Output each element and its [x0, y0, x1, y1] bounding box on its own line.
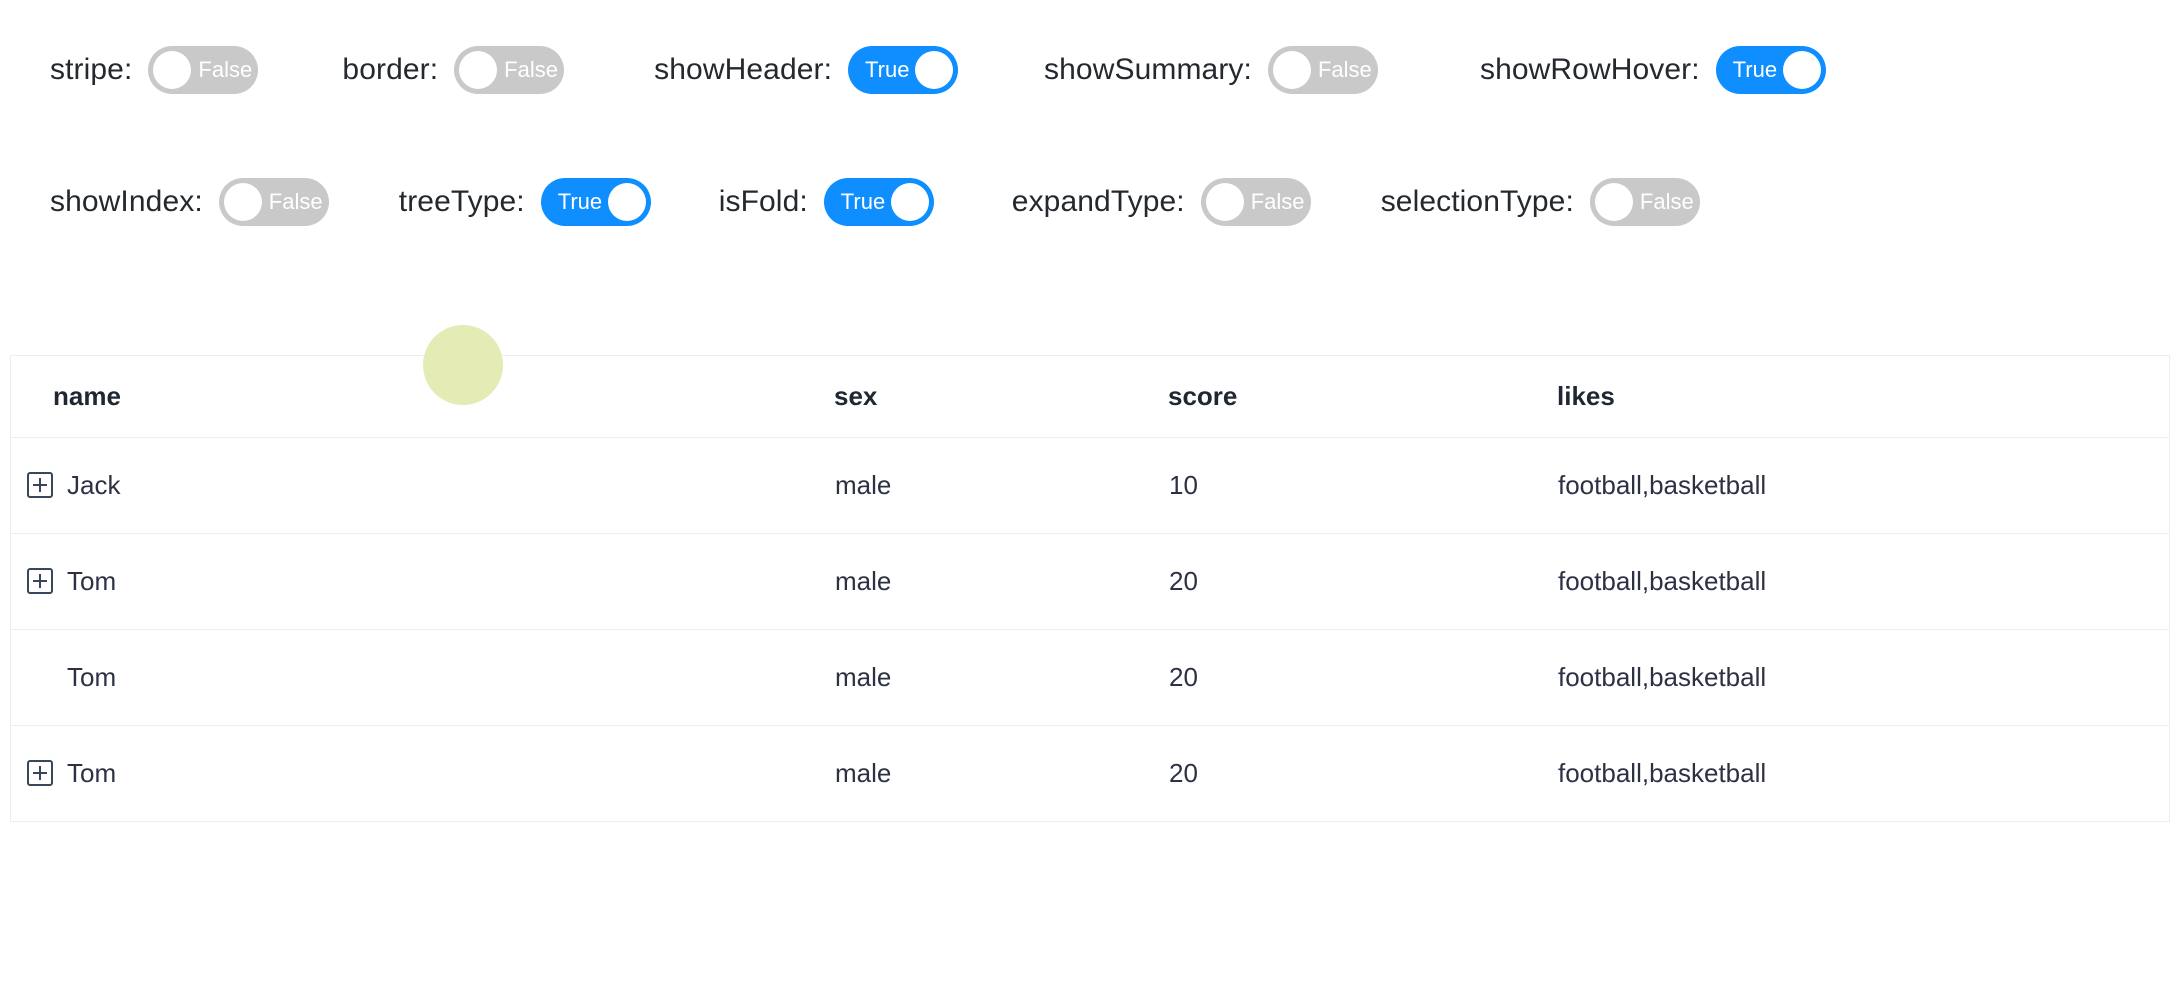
column-header-sex[interactable]: sex — [834, 356, 1168, 438]
toggle-knob[interactable] — [890, 183, 929, 221]
toggle-control-showsummary[interactable]: showSummary: False — [1044, 46, 1378, 94]
toggle-control-showrowhover[interactable]: showRowHover: True — [1480, 46, 1826, 94]
toggle-switch[interactable]: False — [454, 46, 565, 94]
toggle-switch[interactable]: True — [848, 46, 959, 94]
toggle-knob[interactable] — [607, 183, 646, 221]
toggle-state-text: False — [198, 57, 253, 82]
column-header-score[interactable]: score — [1168, 356, 1557, 438]
expand-plus-icon[interactable] — [27, 760, 53, 787]
cell-score: 20 — [1169, 757, 1198, 788]
toggle-state-text: True — [557, 189, 603, 214]
toggle-knob[interactable] — [1205, 183, 1244, 221]
cell-name: Tom — [11, 629, 834, 726]
toggle-control-stripe[interactable]: stripe: False — [50, 46, 259, 94]
toggle-knob[interactable] — [1782, 51, 1821, 89]
cell-score: 20 — [1168, 629, 1557, 726]
cell-sex: male — [835, 757, 892, 788]
toggle-switch[interactable]: True — [540, 178, 651, 226]
expand-plus-icon[interactable] — [27, 472, 53, 498]
cell-name: Tom — [11, 533, 834, 630]
toggle-label: stripe: — [50, 53, 133, 86]
toggle-switch[interactable]: False — [1589, 178, 1700, 226]
toggle-label: showRowHover: — [1479, 53, 1700, 86]
toggle-control-isfold[interactable]: isFold: True — [719, 178, 934, 226]
toggle-control-expandtype[interactable]: expandType: False — [1012, 178, 1311, 226]
cell-sex: male — [834, 629, 1168, 726]
cell-likes: football,basketball — [1557, 533, 2169, 630]
table-row[interactable]: Tom male 20 football,basketball — [11, 725, 2169, 821]
cell-name: Jack — [11, 437, 834, 534]
toggle-switch[interactable]: False — [1267, 46, 1378, 94]
toggle-state-text: True — [865, 57, 910, 82]
cell-likes: football,basketball — [1557, 437, 2169, 534]
expand-plus-icon[interactable] — [27, 568, 53, 594]
toggle-knob[interactable] — [459, 51, 498, 89]
toggle-label: treeType: — [398, 185, 525, 218]
toggle-knob[interactable] — [223, 183, 262, 221]
toggle-knob[interactable] — [153, 51, 192, 89]
toggle-state-text: False — [268, 189, 323, 214]
name-text: Jack — [67, 469, 121, 500]
toggle-knob[interactable] — [1594, 183, 1633, 221]
toggle-state-text: False — [504, 57, 558, 82]
toggle-label: selectionType: — [1380, 185, 1574, 218]
cell-likes: football,basketball — [1557, 629, 2169, 726]
name-cell: Tom — [27, 662, 833, 693]
column-header-name[interactable]: name — [11, 356, 834, 438]
toggle-label: isFold: — [718, 185, 808, 218]
column-header-likes[interactable]: likes — [1557, 356, 2169, 438]
cell-name: Tom — [11, 725, 834, 821]
toggle-switch[interactable]: False — [218, 178, 329, 226]
toggle-label: showHeader: — [654, 53, 833, 86]
name-cell: Tom — [27, 758, 833, 789]
toggle-label: showSummary: — [1044, 53, 1252, 86]
name-text: Tom — [67, 565, 117, 596]
toggle-switch[interactable]: False — [1200, 178, 1311, 226]
toggle-state-text: True — [1732, 57, 1778, 82]
toggle-control-treetype[interactable]: treeType: True — [399, 178, 651, 226]
toggle-label: showIndex: — [50, 185, 203, 218]
toggle-label: expandType: — [1011, 185, 1185, 218]
name-text: Tom — [67, 757, 117, 788]
toggle-state-text: True — [840, 189, 886, 214]
cell-score: 20 — [1168, 533, 1557, 630]
cell-sex: male — [834, 533, 1168, 630]
cell-sex: male — [834, 437, 1168, 534]
toggle-switch[interactable]: True — [823, 178, 934, 226]
toggle-knob[interactable] — [1272, 51, 1311, 89]
name-cell: Jack — [27, 470, 833, 501]
toggle-state-text: False — [1639, 189, 1694, 214]
toggle-control-selectiontype[interactable]: selectionType: False — [1381, 178, 1700, 226]
toggle-control-showindex[interactable]: showIndex: False — [50, 178, 329, 226]
toggle-switch[interactable]: False — [148, 46, 259, 94]
toggle-state-text: False — [1317, 57, 1372, 82]
toggle-knob[interactable] — [915, 51, 954, 89]
toggle-row-2: showIndex: False treeType: True isFold: True e… — [0, 154, 2180, 250]
toggle-label: border: — [342, 53, 439, 86]
name-cell: Tom — [27, 566, 833, 597]
toggle-control-showheader[interactable]: showHeader: True — [654, 46, 959, 94]
toggle-control-border[interactable]: border: False — [342, 46, 565, 94]
cell-score: 10 — [1168, 437, 1557, 534]
cell-likes: football,basketball — [1558, 757, 1767, 788]
toggle-state-text: False — [1250, 189, 1305, 214]
name-text: Tom — [67, 661, 117, 692]
toggle-switch[interactable]: True — [1715, 46, 1826, 94]
